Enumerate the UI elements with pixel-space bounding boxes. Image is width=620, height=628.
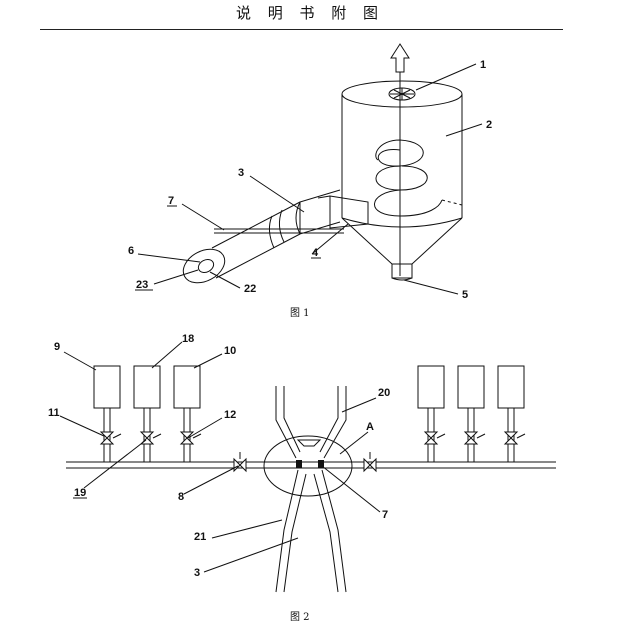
upper-pipe-right-outer bbox=[323, 386, 347, 459]
figure-1-caption: 图 1 bbox=[290, 307, 310, 319]
cone-left bbox=[341, 217, 393, 265]
label-7: 7 bbox=[168, 195, 174, 207]
upper-pipe-right-inner bbox=[319, 386, 339, 453]
label-3-fig2: 3 bbox=[194, 567, 200, 579]
label-2: 2 bbox=[486, 119, 492, 131]
tank-10 bbox=[173, 365, 201, 409]
tank-9 bbox=[93, 365, 121, 409]
spiral-lower bbox=[374, 189, 443, 217]
tank-right-1 bbox=[417, 365, 445, 409]
main-valve-icon bbox=[233, 452, 377, 473]
cone-right bbox=[411, 217, 463, 265]
pipe-top-edge bbox=[211, 201, 301, 249]
lower-pipe-left-inner bbox=[283, 473, 307, 593]
label-19: 19 bbox=[74, 487, 86, 499]
detail-circle-a bbox=[263, 435, 353, 497]
figure-2-caption: 图 2 bbox=[290, 611, 310, 623]
label-3: 3 bbox=[238, 167, 244, 179]
spiral-upper bbox=[375, 139, 424, 167]
label-20: 20 bbox=[378, 387, 390, 399]
label-23: 23 bbox=[136, 279, 148, 291]
spiral-mid bbox=[375, 165, 428, 191]
label-6: 6 bbox=[128, 245, 134, 257]
lower-pipe-left-outer bbox=[275, 469, 299, 593]
label-1: 1 bbox=[480, 59, 486, 71]
figure-2: 9 18 10 11 12 19 8 21 3 20 A 7 图 2 bbox=[48, 333, 556, 623]
figure-1: 1 2 3 4 5 6 7 22 23 图 1 bbox=[128, 43, 492, 319]
tank-right-3 bbox=[497, 365, 525, 409]
upper-pipe-left-outer bbox=[275, 386, 297, 459]
pipe-inner-bore bbox=[197, 259, 215, 273]
label-5: 5 bbox=[462, 289, 468, 301]
label-9: 9 bbox=[54, 341, 60, 353]
label-11: 11 bbox=[48, 407, 60, 419]
inlet-duct bbox=[329, 195, 369, 229]
header-rule bbox=[40, 29, 563, 30]
sheet-title: 说 明 书 附 图 bbox=[235, 4, 385, 22]
tank-right-2 bbox=[457, 365, 485, 409]
pipe-section-front bbox=[299, 189, 341, 235]
label-21: 21 bbox=[194, 531, 206, 543]
upper-pipe-left-inner bbox=[283, 386, 301, 453]
lower-pipe-right-inner bbox=[313, 473, 339, 593]
label-8: 8 bbox=[178, 491, 184, 503]
drop-pipes bbox=[103, 408, 515, 462]
discharge-port bbox=[391, 263, 413, 279]
cyclone-bottom-front bbox=[341, 217, 463, 228]
valve-icon bbox=[99, 431, 526, 445]
label-7-fig2: 7 bbox=[382, 509, 388, 521]
label-12: 12 bbox=[224, 409, 236, 421]
nozzle-cap bbox=[296, 439, 322, 447]
pipe-end-face bbox=[182, 248, 226, 284]
nozzle-left bbox=[296, 460, 302, 468]
label-22: 22 bbox=[244, 283, 256, 295]
exhaust-arrow-icon bbox=[390, 43, 410, 73]
label-a: A bbox=[366, 421, 374, 433]
pipe-bottom-edge bbox=[215, 233, 301, 279]
label-4: 4 bbox=[312, 247, 319, 259]
label-10: 10 bbox=[224, 345, 236, 357]
label-18: 18 bbox=[182, 333, 194, 345]
lower-pipe-right-outer bbox=[321, 469, 347, 593]
nozzle-right bbox=[318, 460, 324, 468]
tank-18 bbox=[133, 365, 161, 409]
